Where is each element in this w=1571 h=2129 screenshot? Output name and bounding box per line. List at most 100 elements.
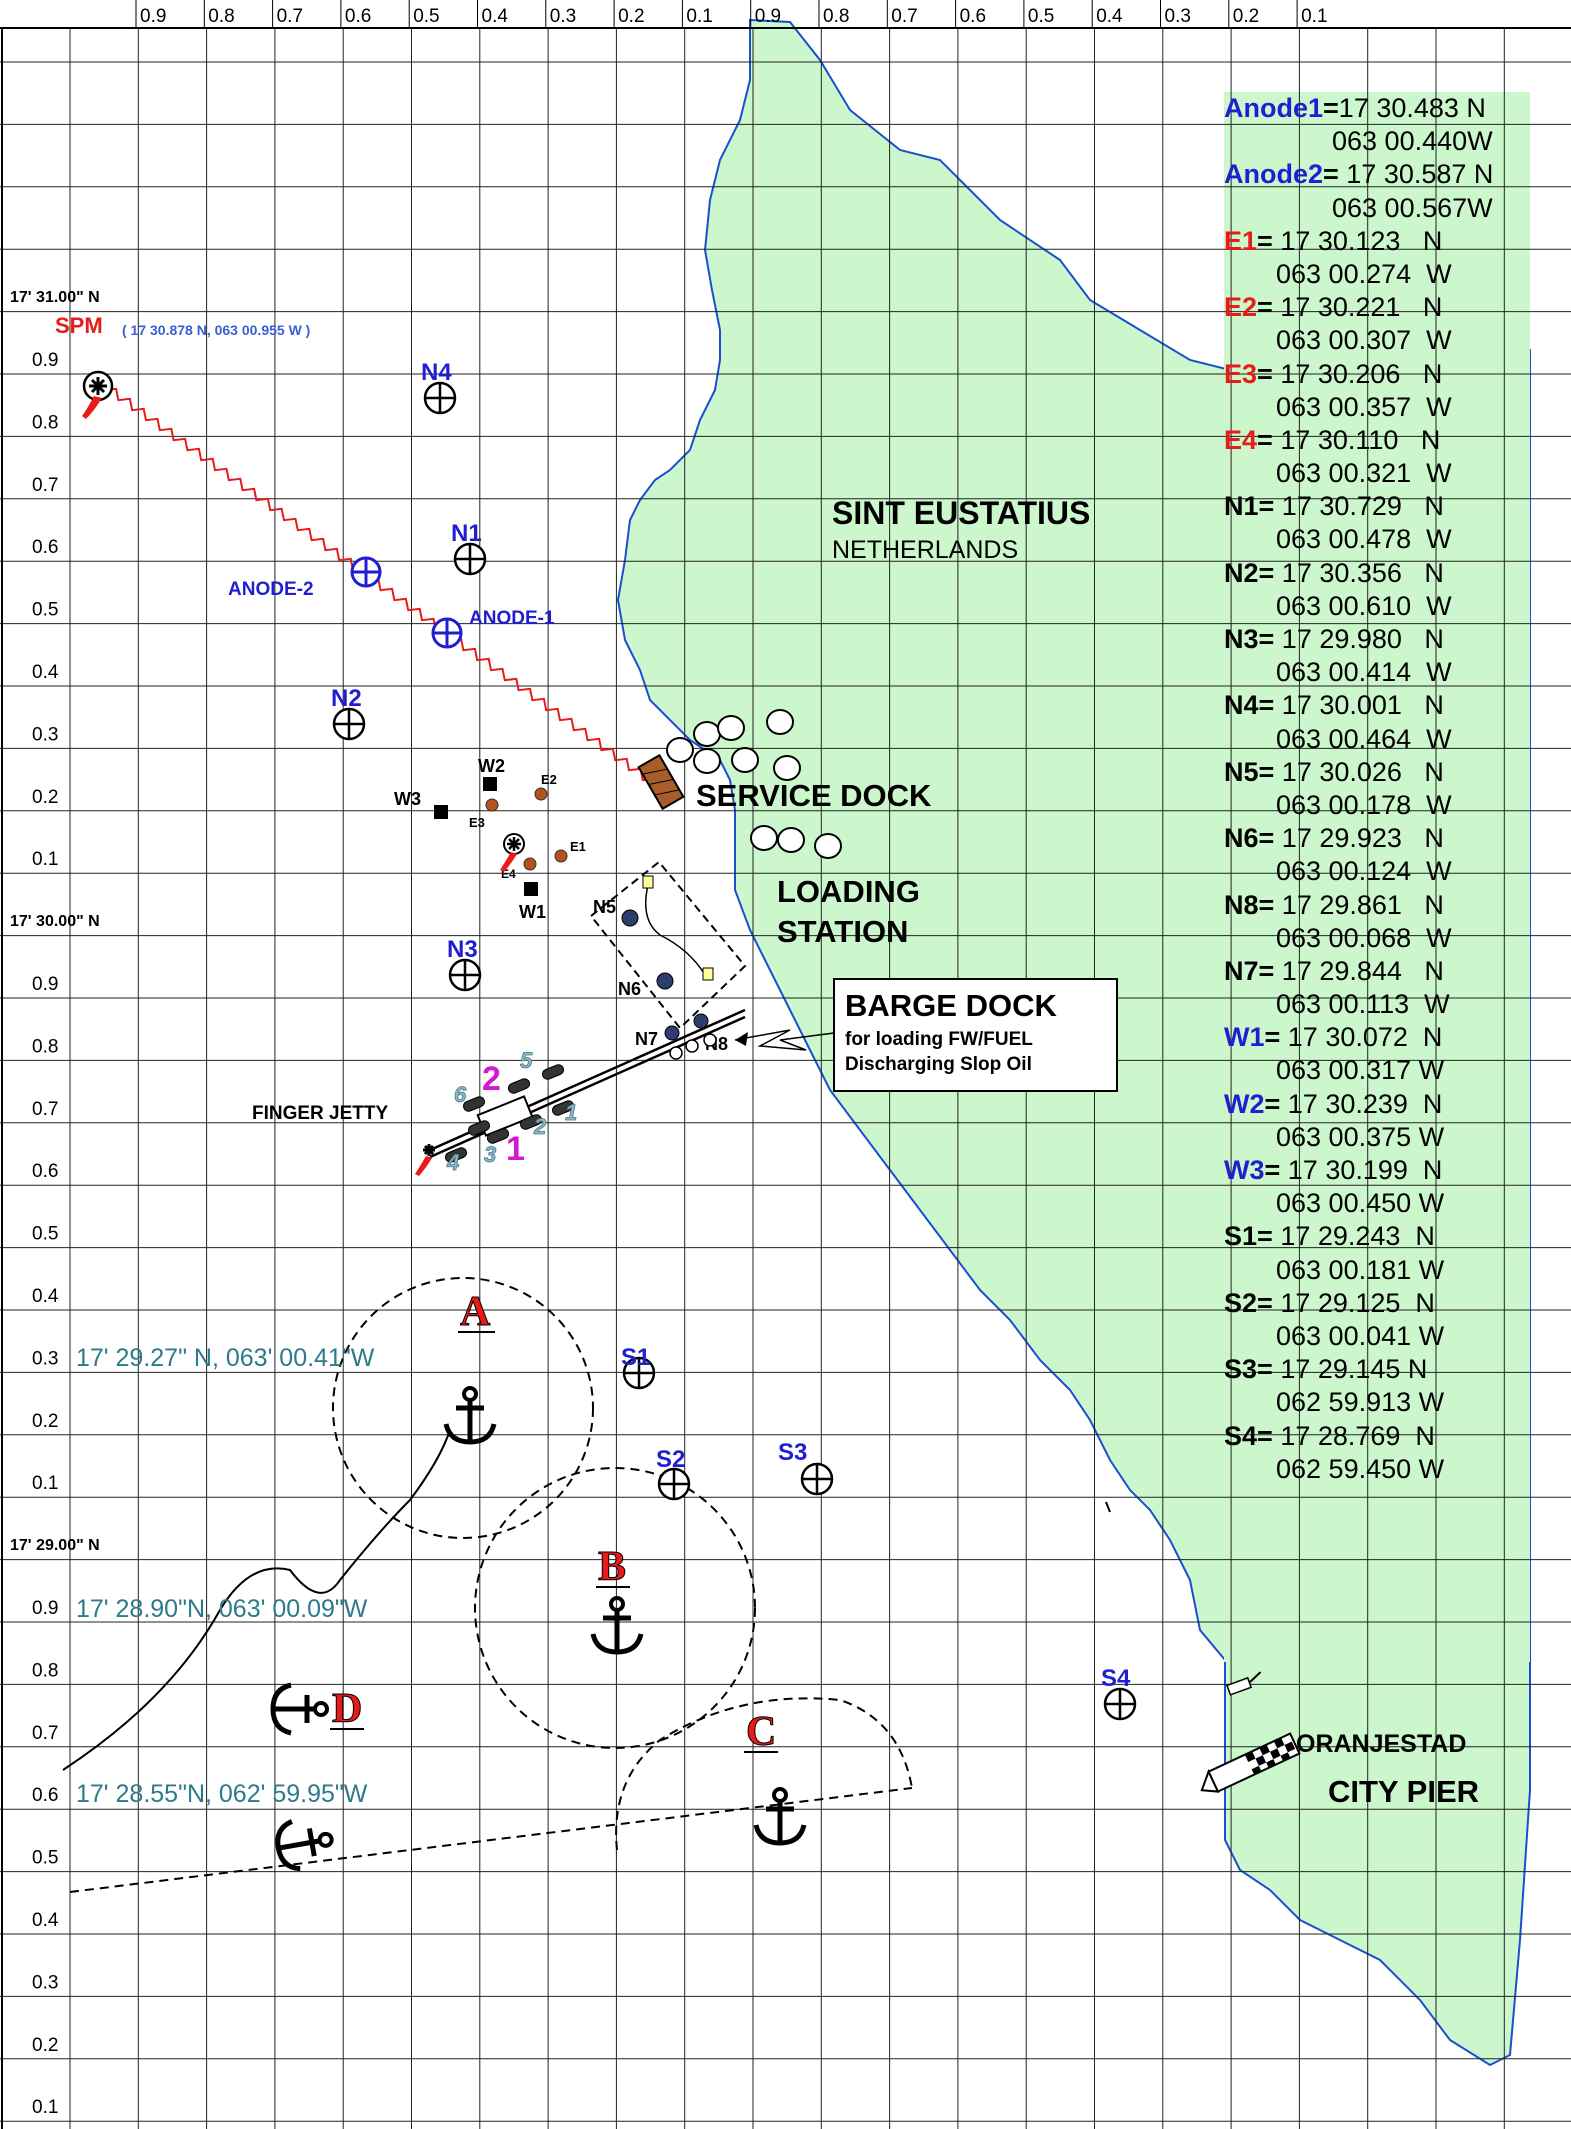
coord-latitude: 17 30.483 N <box>1338 93 1486 123</box>
storage-tank <box>814 833 842 859</box>
top-tick-label: 0.8 <box>823 6 849 27</box>
coord-separator: = <box>1258 690 1282 721</box>
left-tick-label: 0.5 <box>32 1848 58 1869</box>
left-tick-label: 0.8 <box>32 1036 58 1057</box>
n1-label: N1 <box>451 520 482 547</box>
coord-row-s3-lat: S3= 17 29.145 N <box>1224 1353 1530 1386</box>
loading-hose <box>645 884 706 976</box>
coord-row-n4-lat: N4= 17 30.001 N <box>1224 689 1530 722</box>
n1-buoy-icon <box>453 542 487 576</box>
jetty-fender <box>486 1128 510 1144</box>
coord-separator: = <box>1257 358 1281 389</box>
coord-latitude: 17 30.206 N <box>1280 358 1443 389</box>
coord-name: S2 <box>1224 1287 1258 1318</box>
storage-tank <box>731 747 759 773</box>
jetty-fender <box>444 1147 468 1163</box>
storage-tank <box>717 715 745 741</box>
anchorage-b-letter: B <box>598 1544 626 1590</box>
anchor-icon <box>275 1819 334 1872</box>
coord-separator: = <box>1264 1088 1288 1119</box>
n7-label: N7 <box>635 1029 658 1049</box>
storage-tank <box>766 709 794 735</box>
anode-2-marker <box>350 556 382 588</box>
top-tick-label: 0.7 <box>891 6 917 27</box>
coord-latitude: 17 29.861 N <box>1281 889 1444 920</box>
oranjestad-label: ORANJESTAD <box>1296 1730 1466 1758</box>
n5-marker <box>621 909 639 927</box>
anchorage-a-letter: A <box>460 1289 491 1335</box>
anode-2-label: ANODE-2 <box>228 579 314 600</box>
s4-label: S4 <box>1101 1665 1131 1692</box>
jetty-fender <box>519 1114 543 1130</box>
n2-buoy-icon <box>332 707 366 741</box>
small-pier-icon <box>1226 1671 1262 1696</box>
jetty-fender <box>467 1120 491 1136</box>
coord-row-n1-lon: 063 00.478 W <box>1276 524 1452 555</box>
anchorage-d-letter: D <box>332 1686 362 1732</box>
coord-latitude: 17 28.769 N <box>1280 1420 1435 1451</box>
coord-latitude: 17 29.923 N <box>1281 823 1444 854</box>
berth-number-3: 3 <box>484 1142 496 1167</box>
city-pier-icon <box>1200 1732 1301 1793</box>
coord-latitude: 17 29.145 N <box>1280 1354 1428 1385</box>
storage-tanks <box>666 709 842 859</box>
left-tick-label: 0.9 <box>32 1598 58 1619</box>
finger-jetty-structure <box>429 1008 746 1159</box>
coord-latitude: 17 30.026 N <box>1281 756 1444 787</box>
barge-dock-callout <box>833 978 1118 1092</box>
coord-row-n7-lat: N7= 17 29.844 N <box>1224 955 1530 988</box>
coord-separator: = <box>1257 225 1281 256</box>
coord-name: E4 <box>1224 424 1258 455</box>
coord-latitude: 17 30.221 N <box>1280 292 1443 323</box>
left-tick-label: 0.8 <box>32 412 58 433</box>
e1-label: E1 <box>570 839 586 854</box>
coord-latitude: 17 30.587 N <box>1346 159 1494 190</box>
anchorage-c-letter: C <box>746 1709 776 1755</box>
barge-dock-arrow-icon <box>735 1032 748 1046</box>
top-tick-label: 0.4 <box>1096 6 1123 27</box>
coord-name: Anode2 <box>1224 159 1324 190</box>
coord-row-n6-lon: 063 00.124 W <box>1276 856 1452 887</box>
top-tick-label: 0.3 <box>550 6 576 27</box>
top-tick-label: 0.8 <box>208 6 234 27</box>
coord-row-n2-lat: N2= 17 30.356 N <box>1224 557 1530 590</box>
top-tick-label: 0.2 <box>618 6 644 27</box>
barge-dock-line-1: for loading FW/FUEL <box>845 1029 1033 1050</box>
left-tick-label: 0.8 <box>32 1660 58 1681</box>
left-tick-label: 0.2 <box>32 2035 58 2056</box>
coord-name: W2 <box>1224 1088 1265 1119</box>
coord-name: N6 <box>1224 823 1259 854</box>
coord-row-s3-lon: 062 59.913 W <box>1276 1387 1445 1418</box>
coord-row-e1-lat: E1= 17 30.123 N <box>1224 225 1530 258</box>
n6-label: N6 <box>618 979 641 999</box>
coord-row-w3-lon: 063 00.450 W <box>1276 1188 1445 1219</box>
storage-tank <box>777 827 805 853</box>
coord-separator: = <box>1258 557 1282 588</box>
barge-dock-title: BARGE DOCK <box>845 988 1057 1023</box>
spm-coords: ( 17 30.878 N, 063 00.955 W ) <box>122 322 310 338</box>
service-dock-label: SERVICE DOCK <box>696 778 932 813</box>
w3-marker <box>434 805 448 819</box>
storage-tank <box>693 748 721 774</box>
coord-latitude: 17 30.001 N <box>1281 690 1444 721</box>
s3-buoy-icon <box>800 1462 834 1496</box>
coord-separator: = <box>1257 292 1281 323</box>
coord-row-n6-lat: N6= 17 29.923 N <box>1224 822 1530 855</box>
n3-buoy-icon <box>448 958 482 992</box>
coord-row-anode2-lat: Anode2= 17 30.587 N <box>1224 158 1530 191</box>
coord-row-n8-lat: N8= 17 29.861 N <box>1224 889 1530 922</box>
jetty-end-buoy-icon <box>415 1144 435 1176</box>
coord-name: N1 <box>1224 491 1259 522</box>
coord-latitude: 17 29.243 N <box>1280 1221 1435 1252</box>
left-tick-label: 0.4 <box>32 1910 59 1931</box>
anchor-icons <box>270 1386 807 1872</box>
top-tick-label: 0.6 <box>345 6 371 27</box>
top-tick-label: 0.5 <box>413 6 439 27</box>
coord-row-e3-lon: 063 00.357 W <box>1276 391 1452 422</box>
coord-row-e2-lon: 063 00.307 W <box>1276 325 1452 356</box>
top-tick-label: 0.4 <box>482 6 509 27</box>
coord-separator: = <box>1258 889 1282 920</box>
n8-marker <box>693 1013 709 1029</box>
barge-dock-pointer <box>734 1029 835 1051</box>
